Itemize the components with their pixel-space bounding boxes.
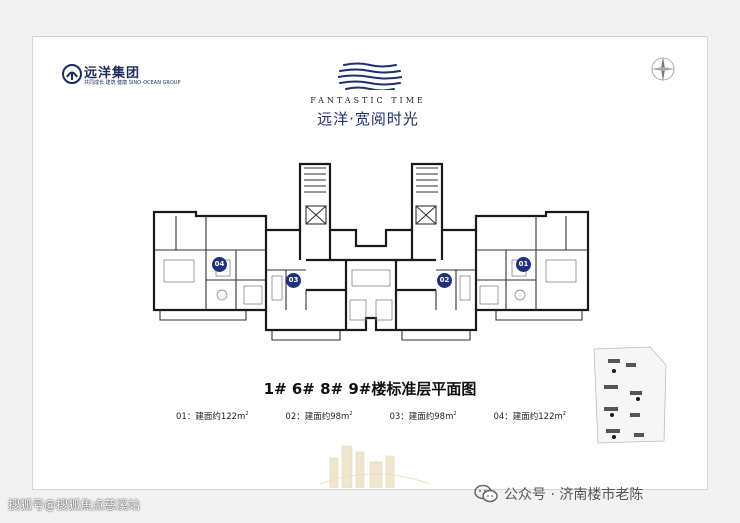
site-key-plan [593,346,667,444]
legend-item-04: 04：建面约122m2 [493,411,566,422]
plan-title: 1# 6# 8# 9#楼标准层平面图 [263,380,477,398]
brand-subtitle: 共同成长 建筑·健康 SINO-OCEAN GROUP [84,80,181,86]
area-legend: 01：建面约122m2 02：建面约98m2 03：建面约98m2 04：建面约… [176,410,566,422]
legend-item-03: 03：建面约98m2 [389,411,457,422]
unit-marker-03: 03 [286,273,301,288]
watermark-sohu: 搜狐号@搜狐焦点慈溪站 [8,498,141,512]
project-logo-icon [338,62,402,90]
watermark-wechat: 公众号 · 济南楼市老陈 [474,484,643,504]
project-tagline-en: FANTASTIC TIME [310,96,426,105]
legend-item-01: 01：建面约122m2 [176,411,249,422]
unit-marker-01: 01 [516,257,531,272]
unit-marker-02: 02 [437,273,452,288]
legend-item-02: 02：建面约98m2 [285,411,353,422]
unit-marker-04: 04 [212,257,227,272]
watermark-wechat-text: 公众号 · 济南楼市老陈 [504,487,644,503]
skyline-illustration [320,445,430,488]
project-name: 远洋·宽阅时光 [317,110,419,128]
wechat-icon [474,484,498,503]
sino-ocean-logo-icon [62,64,82,84]
compass-rose-icon [651,57,675,81]
floor-plan-sheet [32,36,708,490]
floor-plan-drawing [152,162,590,341]
brand-name: 远洋集团 [84,66,141,81]
